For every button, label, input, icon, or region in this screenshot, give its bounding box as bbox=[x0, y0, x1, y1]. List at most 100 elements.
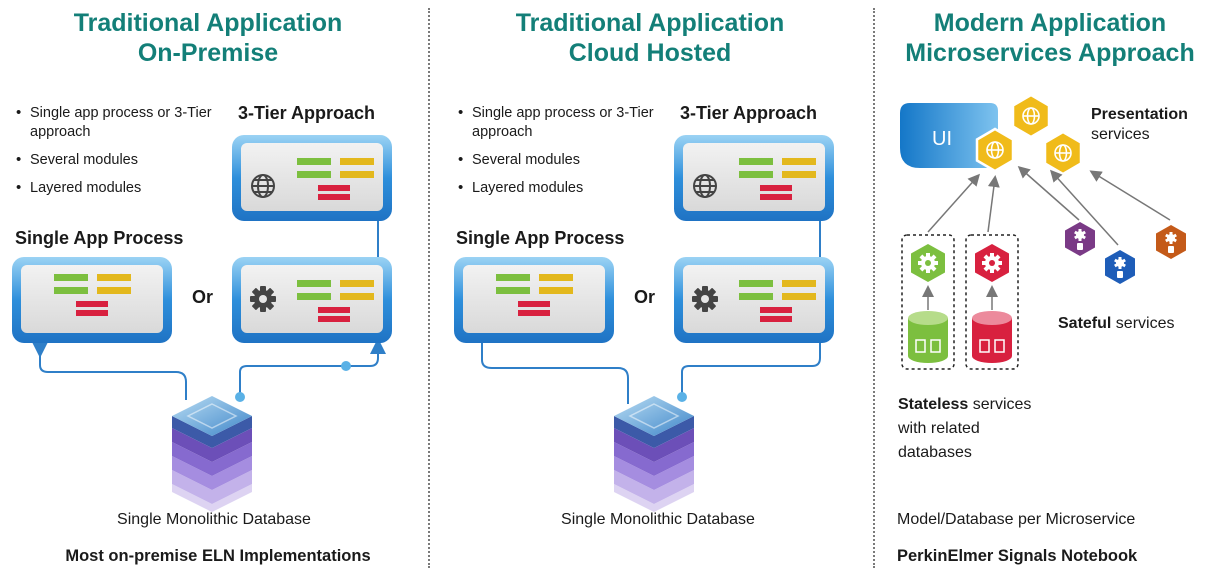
connector-dot bbox=[235, 392, 245, 402]
database-icon bbox=[972, 311, 1012, 363]
module-bar-red bbox=[318, 185, 350, 191]
connector-line bbox=[239, 338, 386, 400]
stateless-services-label-bold: Stateless bbox=[898, 396, 969, 413]
database-icon bbox=[908, 311, 948, 363]
module-bar-green bbox=[739, 293, 773, 300]
module-bar-green bbox=[297, 293, 331, 300]
module-bar-green bbox=[297, 171, 331, 178]
column-2-single-heading: Single App Process bbox=[456, 228, 625, 248]
arrow bbox=[987, 175, 1000, 233]
bullet-item: Layered modules bbox=[456, 178, 666, 198]
column-3-title: Modern Application Microservices Approac… bbox=[890, 8, 1210, 68]
module-bar-green bbox=[496, 274, 530, 281]
monolithic-database-icon bbox=[614, 396, 694, 512]
stateful-service-purple bbox=[1065, 222, 1095, 256]
stateless-services-label-line2: with related bbox=[898, 420, 980, 437]
stateful-services-label-bold: Sateful bbox=[1058, 315, 1112, 332]
database-icon bbox=[1117, 271, 1123, 278]
stateless-service-green bbox=[901, 234, 955, 370]
arrow bbox=[1017, 166, 1080, 221]
column-3-db-caption: Model/Database per Microservice bbox=[897, 511, 1136, 528]
column-2-bullets: Single app process or 3-Tier approach Se… bbox=[456, 103, 666, 207]
module-bar-green bbox=[297, 280, 331, 287]
ui-label: UI bbox=[932, 128, 952, 150]
column-2-or-label: Or bbox=[634, 287, 656, 307]
module-bar-red bbox=[760, 185, 792, 191]
presentation-service-hex bbox=[1043, 130, 1083, 176]
globe-icon bbox=[986, 141, 1004, 159]
column-1-bullets: Single app process or 3-Tier approach Se… bbox=[14, 103, 224, 207]
module-bar-green bbox=[739, 158, 773, 165]
column-2-tier-heading: 3-Tier Approach bbox=[680, 103, 818, 123]
column-1-single-heading: Single App Process bbox=[15, 228, 184, 248]
connector-line bbox=[32, 342, 187, 400]
stateful-services-label: Sateful services bbox=[1058, 314, 1174, 334]
column-2-title-line2: Cloud Hosted bbox=[568, 39, 732, 67]
globe-icon bbox=[693, 174, 717, 198]
gear-icon bbox=[692, 286, 718, 312]
column-divider bbox=[428, 8, 430, 568]
module-bar-red bbox=[318, 194, 350, 200]
database-icon bbox=[1077, 243, 1083, 250]
column-1-title-line1: Traditional Application bbox=[73, 9, 343, 37]
presentation-services-label-line1: Presentation bbox=[1091, 106, 1188, 123]
stateless-service-red bbox=[965, 234, 1019, 370]
module-bar-red bbox=[76, 310, 108, 316]
column-2-title: Traditional Application Cloud Hosted bbox=[470, 8, 830, 68]
column-3-footer: PerkinElmer Signals Notebook bbox=[897, 547, 1138, 565]
module-bar-red bbox=[76, 301, 108, 307]
column-1-tier-heading: 3-Tier Approach bbox=[238, 103, 376, 123]
module-bar-yellow bbox=[340, 158, 374, 165]
module-bar-yellow bbox=[782, 171, 816, 178]
column-2-diagram bbox=[454, 135, 834, 512]
column-1-db-caption: Single Monolithic Database bbox=[117, 511, 311, 528]
module-bar-yellow bbox=[539, 274, 573, 281]
column-divider bbox=[873, 8, 875, 568]
gear-icon bbox=[1165, 232, 1177, 244]
presentation-services-label-line2: services bbox=[1091, 126, 1150, 143]
monolithic-database-icon bbox=[172, 396, 252, 512]
module-bar-green bbox=[54, 287, 88, 294]
module-bar-yellow bbox=[97, 274, 131, 281]
arrow bbox=[1049, 169, 1119, 246]
globe-icon bbox=[1022, 107, 1040, 125]
module-bar-green bbox=[739, 171, 773, 178]
module-bar-green bbox=[496, 287, 530, 294]
module-bar-red bbox=[518, 310, 550, 316]
column-1-footer: Most on-premise ELN Implementations bbox=[65, 547, 371, 565]
column-1-title: Traditional Application On-Premise bbox=[28, 8, 388, 68]
tier-web-panel bbox=[232, 135, 392, 221]
module-bar-yellow bbox=[340, 280, 374, 287]
bullet-item: Single app process or 3-Tier approach bbox=[456, 103, 666, 142]
presentation-services-label: Presentation services bbox=[1091, 105, 1188, 145]
module-bar-yellow bbox=[340, 293, 374, 300]
column-2-db-caption: Single Monolithic Database bbox=[561, 511, 755, 528]
ui-block: UI bbox=[900, 103, 998, 168]
bullet-item: Several modules bbox=[14, 150, 224, 170]
presentation-service-hex bbox=[1011, 93, 1051, 139]
bullet-item: Layered modules bbox=[14, 178, 224, 198]
stateful-service-blue bbox=[1105, 250, 1135, 284]
tier-logic-panel bbox=[232, 257, 392, 343]
module-bar-yellow bbox=[97, 287, 131, 294]
stateless-services-label-line3: databases bbox=[898, 444, 972, 461]
gear-icon bbox=[1114, 257, 1126, 269]
column-3-title-line2: Microservices Approach bbox=[905, 39, 1195, 67]
module-bar-yellow bbox=[539, 287, 573, 294]
connector-dot bbox=[677, 392, 687, 402]
stateless-services-label: Stateless services with related database… bbox=[898, 393, 1031, 465]
tier-logic-panel bbox=[674, 257, 834, 343]
presentation-service-hex bbox=[975, 127, 1015, 173]
module-bar-red bbox=[760, 316, 792, 322]
module-bar-red bbox=[318, 316, 350, 322]
gear-icon bbox=[250, 286, 276, 312]
globe-icon bbox=[1054, 144, 1072, 162]
arrow bbox=[1089, 170, 1171, 221]
column-2-title-line1: Traditional Application bbox=[515, 9, 785, 37]
column-3-title-line1: Modern Application bbox=[933, 9, 1167, 37]
column-1-or-label: Or bbox=[192, 287, 214, 307]
stateful-services-label-rest: services bbox=[1111, 315, 1175, 332]
column-1-title-line2: On-Premise bbox=[137, 39, 279, 67]
arrow bbox=[927, 173, 980, 233]
module-bar-green bbox=[297, 158, 331, 165]
